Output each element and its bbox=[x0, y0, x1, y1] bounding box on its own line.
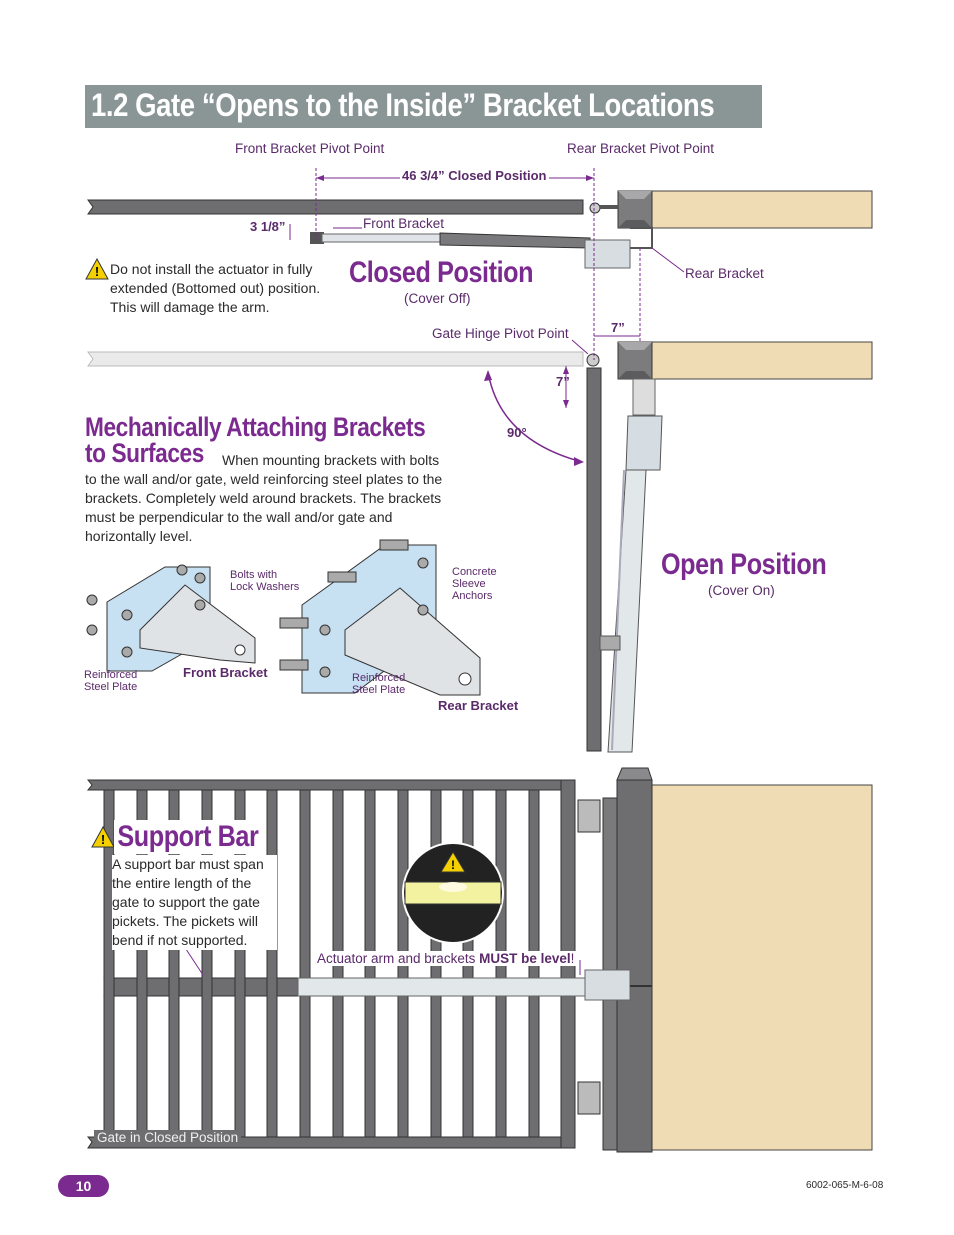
wall-closed bbox=[651, 190, 873, 229]
actuator-arm bbox=[297, 977, 586, 997]
rear-plate-label: Reinforced Steel Plate bbox=[352, 672, 406, 696]
anchors-label: Concrete Sleeve Anchors bbox=[452, 566, 497, 602]
gate-closed-illustration: ! bbox=[86, 767, 873, 1153]
closed-position-heading: Closed Position bbox=[349, 256, 534, 289]
front-bracket-closed bbox=[310, 232, 324, 244]
level-note: Actuator arm and brackets MUST be level! bbox=[315, 951, 577, 966]
front-bracket-illustration bbox=[86, 564, 256, 672]
mounting-heading-line1: Mechanically Attaching Brackets bbox=[85, 412, 426, 442]
svg-text:!: ! bbox=[95, 264, 99, 279]
svg-text:!: ! bbox=[101, 832, 105, 847]
dimension-7-vertical: 7” bbox=[556, 374, 570, 389]
mounting-paragraph: to Surfaces bbox=[85, 438, 445, 469]
open-position-heading: Open Position bbox=[661, 548, 827, 581]
gate-post bbox=[616, 779, 653, 1153]
gate-hinge-pivot-label: Gate Hinge Pivot Point bbox=[432, 326, 569, 341]
front-plate-label: Reinforced Steel Plate bbox=[84, 669, 138, 693]
rear-bracket-caption: Rear Bracket bbox=[438, 698, 519, 713]
wall-open bbox=[651, 341, 873, 380]
svg-text:!: ! bbox=[451, 858, 455, 872]
wall-section bbox=[651, 784, 873, 1151]
angle-90-label: 90° bbox=[507, 425, 527, 440]
page-number: 10 bbox=[58, 1175, 109, 1197]
front-pivot-label: Front Bracket Pivot Point bbox=[235, 141, 385, 156]
support-warning-icon: ! bbox=[91, 826, 115, 848]
install-warning-text: Do not install the actuator in fully ext… bbox=[110, 261, 321, 315]
bracket-location-diagram bbox=[86, 168, 873, 753]
offset-dimension: 3 1/8” bbox=[250, 219, 286, 234]
cover-off-note: (Cover Off) bbox=[404, 291, 471, 306]
section-title-bar: 1.2 Gate “Opens to the Inside” Bracket L… bbox=[85, 85, 762, 128]
document-number: 6002-065-M-6-08 bbox=[806, 1180, 884, 1191]
section-title: 1.2 Gate “Opens to the Inside” Bracket L… bbox=[91, 87, 715, 123]
front-bracket-label: Front Bracket bbox=[363, 216, 445, 231]
rear-bracket-label: Rear Bracket bbox=[685, 266, 764, 281]
gate-caption: Gate in Closed Position bbox=[94, 1130, 242, 1145]
mounting-heading-line2: to Surfaces bbox=[85, 438, 204, 468]
bolts-label: Bolts with Lock Washers bbox=[230, 569, 300, 593]
level-note-bold: MUST be level bbox=[479, 951, 571, 966]
rear-bracket-illustration bbox=[279, 539, 481, 696]
support-bar-body: A support bar must span the entire lengt… bbox=[112, 855, 277, 950]
dimension-7-horizontal: 7” bbox=[611, 320, 625, 335]
closed-dimension: 46 3/4” Closed Position bbox=[400, 168, 549, 183]
mounting-body: When mounting brackets with bolts to the… bbox=[85, 452, 443, 544]
level-note-prefix: Actuator arm and brackets bbox=[317, 951, 480, 966]
warning-icon: ! bbox=[85, 258, 109, 280]
support-bar-heading: Support Bar bbox=[114, 820, 262, 854]
level-note-suffix: ! bbox=[570, 951, 575, 966]
rear-pivot-label: Rear Bracket Pivot Point bbox=[567, 141, 715, 156]
front-bracket-caption: Front Bracket bbox=[183, 665, 268, 680]
cover-on-note: (Cover On) bbox=[708, 583, 775, 598]
